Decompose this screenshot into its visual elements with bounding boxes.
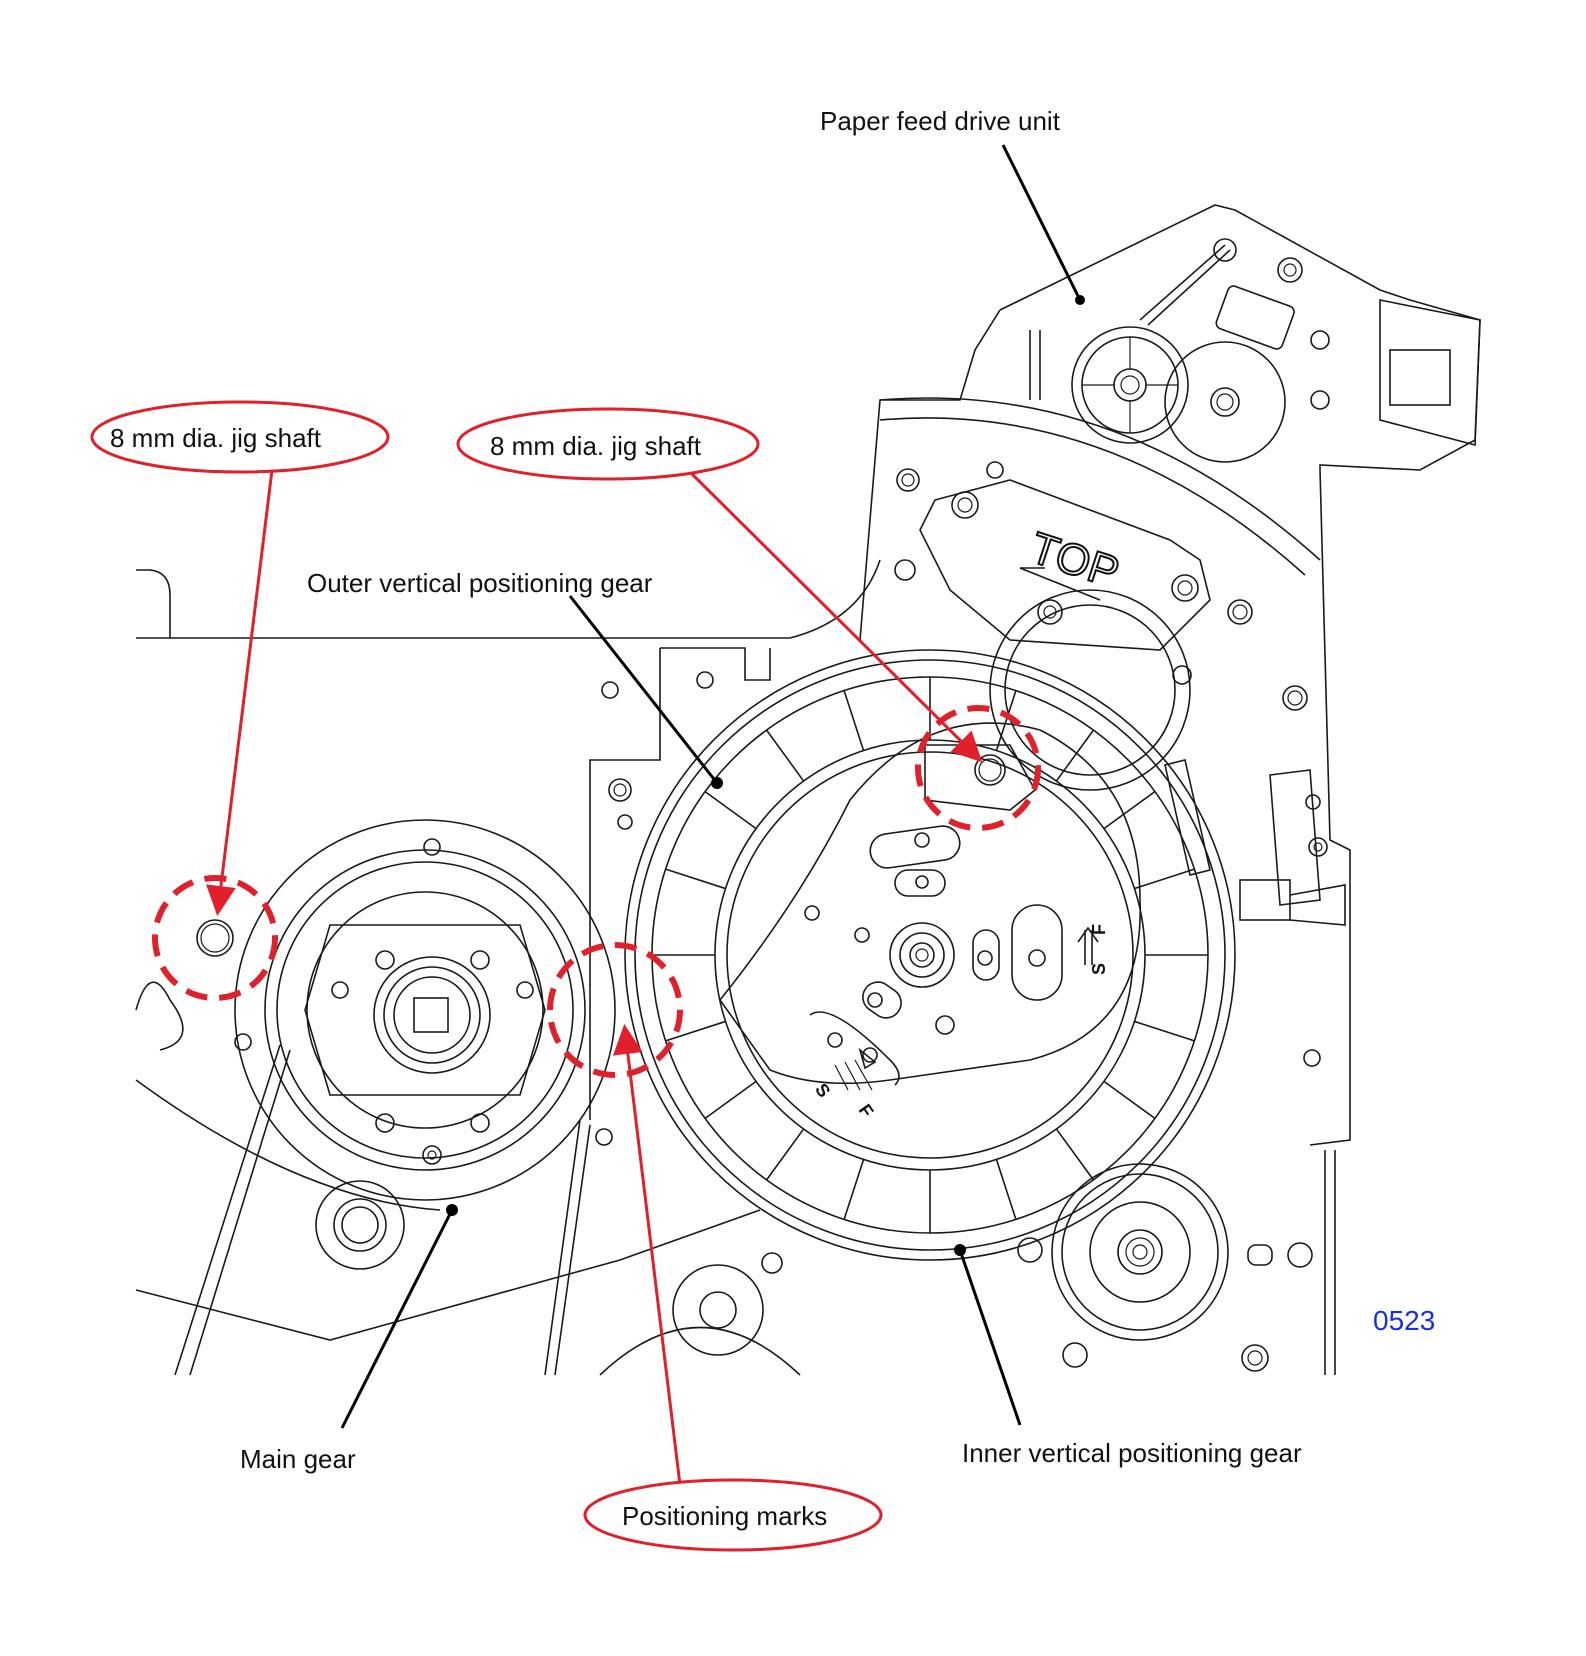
- positioning-marks-highlight: [547, 942, 683, 1078]
- gear-spoke: [765, 729, 805, 782]
- mechanism-line-art: TOP: [135, 204, 1481, 1376]
- positioning-marks-callout: [583, 1478, 883, 1552]
- paper-feed-leader: [1001, 144, 1082, 301]
- gear-spoke: [704, 1080, 757, 1120]
- outer-vertical-positioning-gear-drawing: [624, 649, 1236, 1261]
- gear-spoke: [843, 690, 865, 751]
- gear-spoke: [665, 868, 726, 890]
- jig-shaft-right-callout: [456, 407, 760, 481]
- jig-shaft-right-highlight: [915, 705, 1041, 831]
- gear-spoke: [995, 690, 1017, 751]
- paper-feed-drive-unit: [859, 204, 1481, 1146]
- gear-spoke: [1134, 868, 1195, 890]
- gear-spoke: [1103, 790, 1156, 830]
- f-marking: F: [1089, 924, 1109, 935]
- gear-spoke: [704, 790, 757, 830]
- main-gear-drawing: [174, 819, 616, 1376]
- positioning-marks-label: Positioning marks: [622, 1501, 827, 1531]
- outer-gear-leader-dot: [711, 777, 723, 789]
- f2-marking: F: [855, 1100, 878, 1120]
- main-gear-leader: [340, 1209, 454, 1429]
- jig-shaft-left-arrow: [206, 469, 274, 916]
- s-marking: S: [1089, 963, 1109, 975]
- inner-gear-leader-dot: [954, 1244, 966, 1256]
- s2-marking: S: [811, 1080, 834, 1101]
- main-gear-label: Main gear: [240, 1444, 356, 1474]
- gear-spoke: [1134, 1020, 1195, 1042]
- inner-vertical-positioning-gear-label: Inner vertical positioning gear: [962, 1438, 1302, 1468]
- jig-shaft-right-arrow: [688, 470, 983, 763]
- jig-shaft-left-label: 8 mm dia. jig shaft: [110, 423, 322, 453]
- gear-spoke: [995, 1159, 1017, 1220]
- gear-spoke: [1055, 729, 1095, 782]
- inner-vertical-positioning-gear-drawing: F S S F: [718, 722, 1141, 1121]
- paper-feed-drive-unit-label: Paper feed drive unit: [820, 106, 1061, 136]
- outer-vertical-positioning-gear-label: Outer vertical positioning gear: [307, 568, 653, 598]
- inner-gear-leader: [958, 1249, 1022, 1426]
- jig-shaft-right-label: 8 mm dia. jig shaft: [490, 431, 702, 461]
- gear-spokes: [652, 677, 1208, 1233]
- outer-gear-leader: [568, 595, 719, 784]
- jig-shaft-left-callout: [90, 400, 390, 474]
- gear-spoke: [1055, 1128, 1095, 1181]
- gear-spoke: [843, 1159, 865, 1220]
- figure-number: 0523: [1373, 1305, 1435, 1336]
- gear-spoke: [665, 1020, 726, 1042]
- gear-spoke: [1103, 1080, 1156, 1120]
- main-gear-leader-dot: [446, 1204, 458, 1216]
- paper-feed-leader-dot: [1075, 295, 1085, 305]
- top-marking: TOP: [1024, 523, 1124, 597]
- jig-shaft-left-highlight: [152, 875, 278, 1001]
- positioning-marks-arrow: [612, 1024, 682, 1486]
- gear-spoke: [765, 1128, 805, 1181]
